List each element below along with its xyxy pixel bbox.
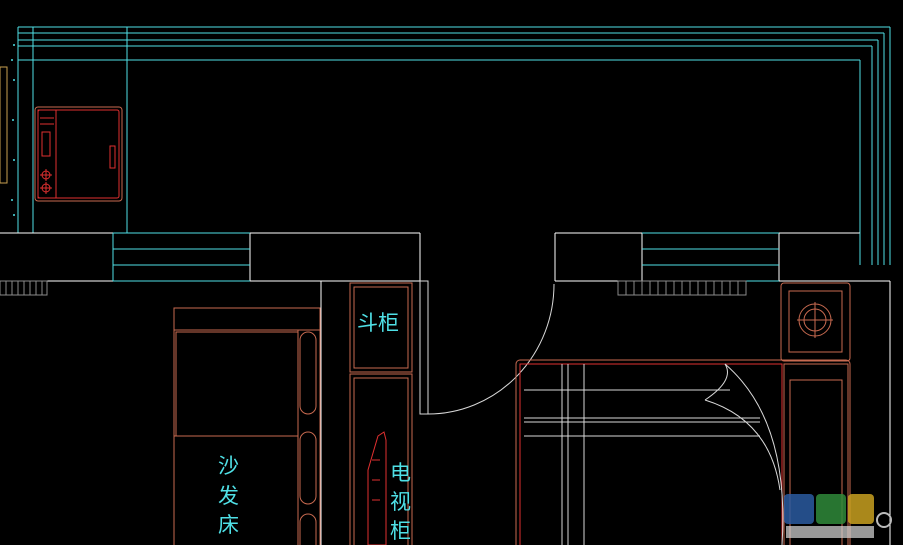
left-edge-object — [0, 66, 8, 184]
tv-cabinet-label-1: 电 — [390, 461, 411, 485]
sofa-bed — [173, 307, 321, 545]
tv-icon — [367, 431, 387, 545]
sofa-bed-label-3: 床 — [218, 513, 239, 537]
door — [419, 280, 555, 415]
window-right — [642, 232, 861, 282]
sofa-bed-label-2: 发 — [218, 484, 239, 508]
tv-cabinet-label-2: 视 — [390, 490, 411, 514]
window-left — [112, 232, 250, 282]
wardrobe-rails — [524, 363, 784, 545]
floor-drain-icon — [780, 282, 851, 362]
balcony-window-frame — [17, 26, 891, 265]
radiator-right — [617, 280, 747, 296]
tv-cabinet-label-3: 柜 — [390, 519, 411, 543]
radiator-left — [0, 280, 48, 296]
left-edge-hatch — [11, 44, 15, 216]
tv-cabinet — [349, 373, 413, 545]
washing-machine-icon — [34, 106, 123, 202]
watermark-logo-icon — [784, 494, 892, 538]
cabinet — [349, 282, 413, 373]
wardrobe — [515, 359, 851, 545]
cabinet-label: 斗柜 — [357, 311, 399, 335]
walls — [0, 232, 891, 545]
sofa-bed-label-1: 沙 — [218, 454, 239, 478]
